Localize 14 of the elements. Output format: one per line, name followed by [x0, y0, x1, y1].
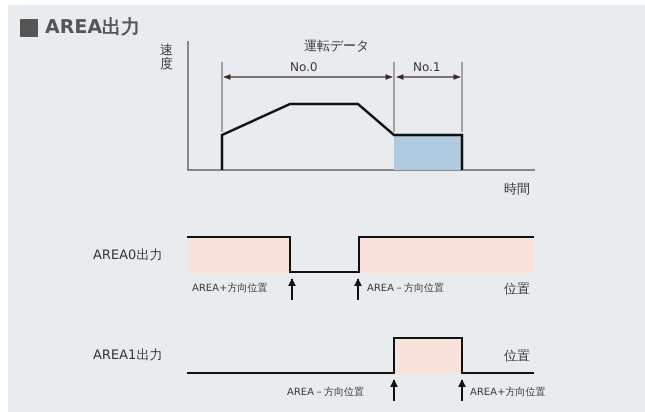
chart-heading: 運転データ	[304, 40, 369, 53]
dimension-label: No.0	[290, 61, 318, 73]
position-label: AREA+方向位置	[192, 284, 268, 294]
axis-label: 位置	[504, 283, 530, 296]
axis-label: 時間	[504, 183, 530, 196]
axis-label: 速度	[160, 44, 174, 73]
position-label: AREA－方向位置	[287, 388, 364, 398]
axis-label: 位置	[504, 350, 530, 363]
title: AREA出力	[45, 18, 140, 37]
position-label: AREA+方向位置	[470, 388, 546, 398]
position-label: AREA－方向位置	[367, 284, 444, 294]
signal-label: AREA0出力	[93, 249, 162, 262]
dimension-label: No.1	[413, 61, 441, 73]
signal-label: AREA1出力	[93, 349, 162, 362]
